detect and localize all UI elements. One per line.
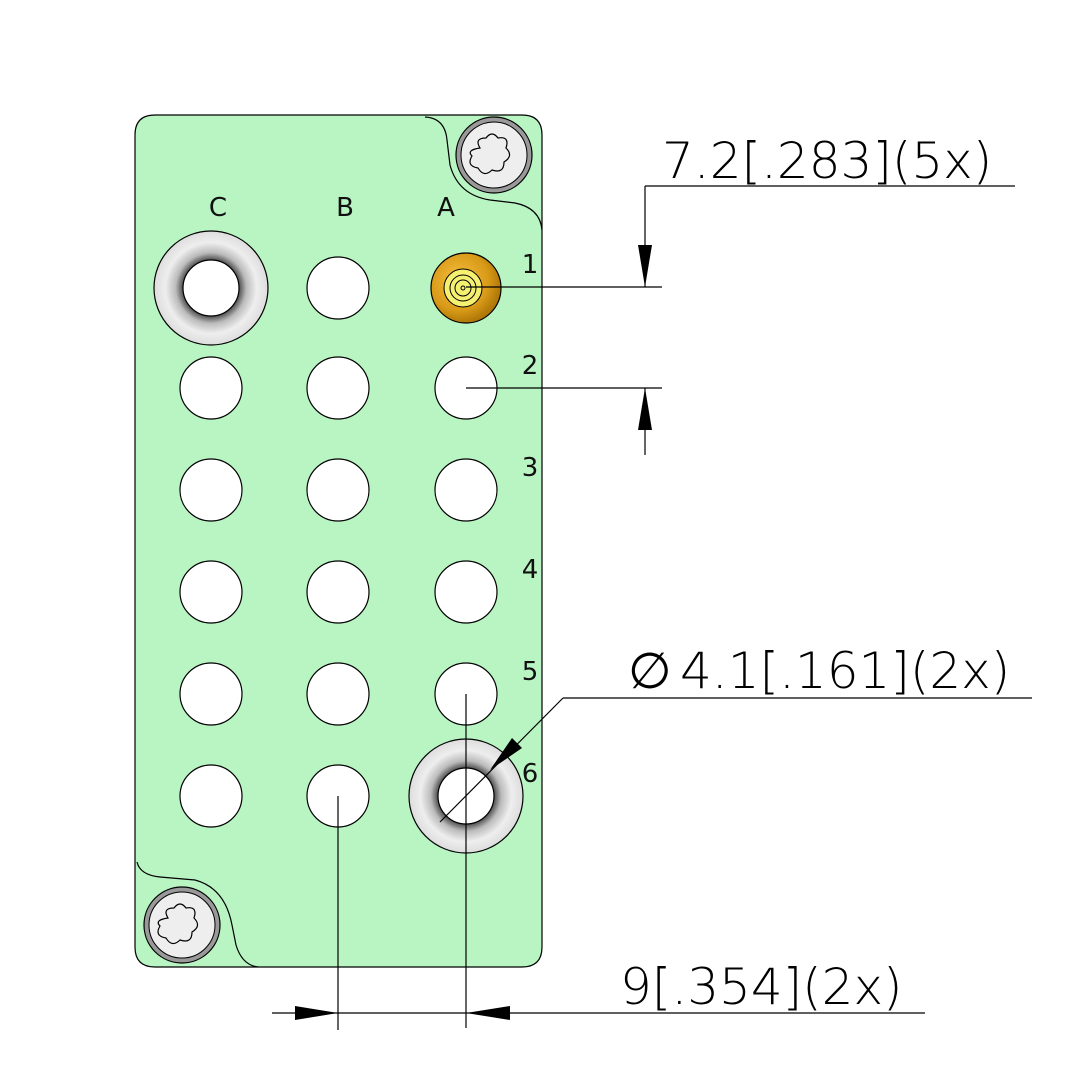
dimension-horizontal-pitch: 9[.354](2x) [272,694,925,1030]
row-label-4: 4 [522,555,539,585]
dimension-vertical-pitch: 7.2[.283](5x) [466,132,1015,455]
row-label-6: 6 [522,759,539,789]
column-label-c: C [209,193,227,223]
screw-top-right [455,116,533,194]
row-label-3: 3 [522,453,539,483]
hole-b4 [306,560,370,624]
hole-c6 [179,764,243,828]
panel-notch-bottom-left [136,861,259,968]
hole-c4 [179,560,243,624]
hole-c5 [179,662,243,726]
row-label-2: 2 [522,351,539,381]
dimension-label-horizontal-pitch: 9[.354](2x) [620,958,903,1016]
diameter-symbol: ∅ [628,642,672,700]
row-label-5: 5 [522,657,539,687]
dimension-hole-diameter: ∅ 4.1[.161](2x) [439,642,1032,823]
hole-b2 [306,356,370,420]
contact-holes [179,256,498,828]
hole-b1 [306,256,370,320]
hole-b5 [306,662,370,726]
gold-contact-a1 [430,252,502,324]
column-label-b: B [336,193,354,223]
hole-c2 [179,356,243,420]
dimension-label-vertical-pitch: 7.2[.283](5x) [662,132,992,190]
screw-bottom-left [143,886,221,964]
torx-icon [157,903,199,945]
hole-a4 [434,560,498,624]
torx-icon [469,133,511,175]
hole-b3 [306,458,370,522]
column-label-a: A [437,193,455,223]
washer-c1 [153,230,269,346]
hole-c3 [179,458,243,522]
hole-a3 [434,458,498,522]
panel-notch-top-right [424,116,543,231]
dimension-label-diameter: 4.1[.161](2x) [680,642,1010,700]
row-label-1: 1 [522,250,539,280]
